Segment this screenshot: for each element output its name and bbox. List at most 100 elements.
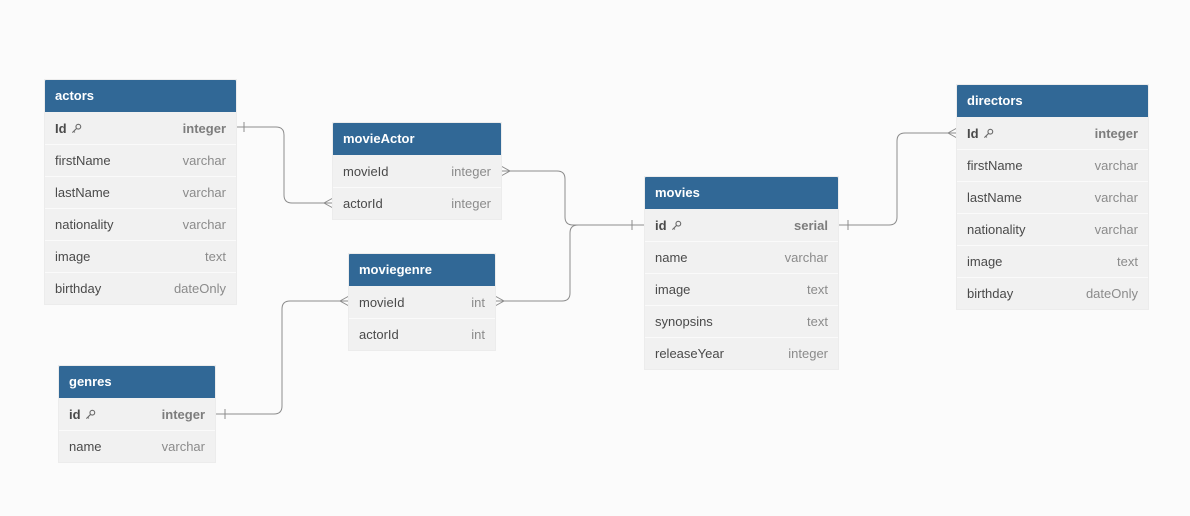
table-fields: Id integer firstName varchar lastName varchar… [957,117,1148,309]
field-type: varchar [1094,190,1138,205]
field-name: firstName [967,158,1023,173]
field-name-text: actorId [359,327,399,342]
rel-movies-directors [838,132,957,226]
field-type: varchar [161,439,205,454]
field-type: text [1117,254,1138,269]
field-name: actorId [343,196,383,211]
field-name: birthday [967,286,1013,301]
field-name-text: Id [55,120,67,136]
field-type: text [807,314,828,329]
field-name-text: actorId [343,196,383,211]
field-name-text: image [655,282,691,297]
field-row[interactable]: name varchar [59,430,215,462]
field-name: releaseYear [655,346,724,361]
field-row[interactable]: lastName varchar [45,176,236,208]
field-name-text: image [967,254,1003,269]
field-row[interactable]: synopsins text [645,305,838,337]
field-name: image [655,282,690,297]
field-name: nationality [55,217,114,232]
field-type: text [205,249,226,264]
field-row[interactable]: image text [45,240,236,272]
field-name: name [655,250,688,265]
many-marker [500,165,512,177]
field-name-text: lastName [55,185,110,200]
field-type: dateOnly [173,281,226,296]
many-marker [946,127,958,139]
field-row[interactable]: id serial [645,209,838,241]
field-name-text: id [655,217,667,233]
field-type: varchar [784,250,828,265]
key-icon [671,220,681,230]
field-type: integer [451,196,491,211]
many-marker [322,197,334,209]
field-name: movieId [343,164,389,179]
key-icon [85,409,95,419]
table-title[interactable]: moviegenre [349,254,495,286]
field-row[interactable]: nationality varchar [45,208,236,240]
key-icon [71,123,81,133]
field-name-text: id [69,406,81,422]
field-name-text: movieId [343,163,389,179]
many-marker [494,295,506,307]
field-name: image [55,249,90,264]
field-row[interactable]: actorId integer [333,187,501,219]
field-name: movieId [359,295,405,310]
field-type: integer [1094,125,1138,141]
field-row[interactable]: name varchar [645,241,838,273]
table-movieActor[interactable]: movieActor movieId integer actorId integer [333,123,501,219]
field-name-text: name [69,439,102,454]
field-name-text: image [55,249,91,264]
field-name: synopsins [655,314,713,329]
field-name: actorId [359,327,399,342]
field-row[interactable]: Id integer [957,117,1148,149]
table-title[interactable]: movieActor [333,123,501,155]
field-name: id [69,407,96,422]
field-type: text [807,282,828,297]
table-title[interactable]: genres [59,366,215,398]
field-type: varchar [182,217,226,232]
field-row[interactable]: releaseYear integer [645,337,838,369]
field-row[interactable]: lastName varchar [957,181,1148,213]
field-name: name [69,439,102,454]
rel-actors-movieActor [236,126,333,204]
field-name: Id [55,121,82,136]
table-title[interactable]: movies [645,177,838,209]
field-name-text: birthday [967,286,1014,301]
field-row[interactable]: image text [645,273,838,305]
field-type: varchar [182,185,226,200]
field-name: lastName [55,185,110,200]
field-type: varchar [1094,158,1138,173]
field-row[interactable]: firstName varchar [957,149,1148,181]
field-type: integer [788,346,828,361]
field-name-text: firstName [55,153,111,168]
field-name-text: lastName [967,190,1022,205]
table-title[interactable]: actors [45,80,236,112]
field-row[interactable]: image text [957,245,1148,277]
field-name-text: firstName [967,158,1023,173]
table-title[interactable]: directors [957,85,1148,117]
field-name-text: name [655,250,688,265]
field-name: nationality [967,222,1026,237]
field-type: integer [451,163,491,179]
key-icon [983,128,993,138]
many-marker [338,295,350,307]
field-type: serial [794,217,828,233]
field-row[interactable]: movieId integer [333,155,501,187]
field-name-text: Id [967,125,979,141]
